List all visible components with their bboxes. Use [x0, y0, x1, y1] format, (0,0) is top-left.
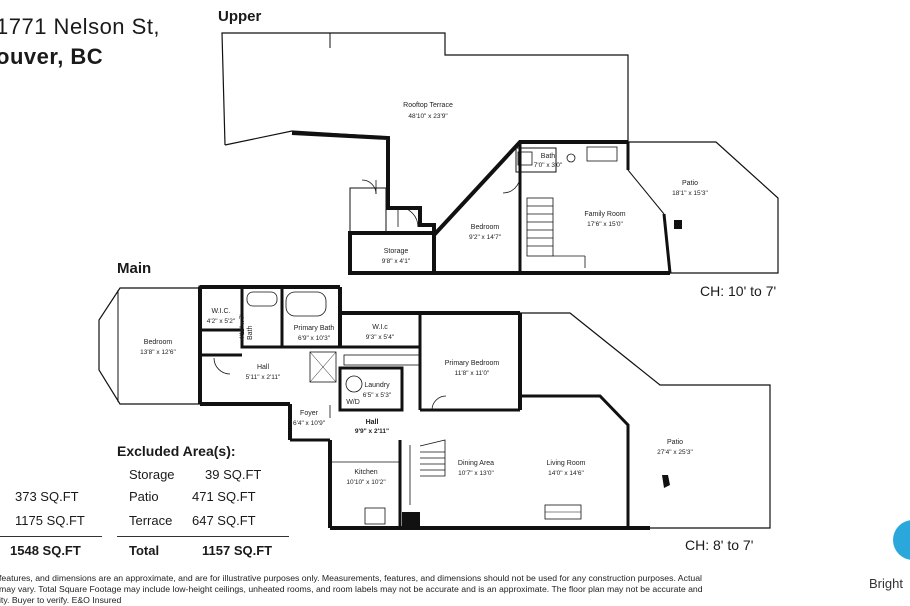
room-name-primary-bath: Primary Bath: [294, 325, 335, 332]
room-name-rooftop-terrace: Rooftop Terrace: [403, 102, 453, 109]
room-dims-upper-bath: 7'0" x 3'0": [534, 162, 563, 169]
room-dims-family-room: 17'6" x 15'0": [587, 221, 623, 228]
included-area-divider: [0, 536, 102, 537]
room-dims-main-patio: 27'4" x 25'3": [657, 449, 693, 456]
room-dims-upper-patio: 18'1" x 15'3": [672, 190, 708, 197]
excluded-area-divider: [117, 536, 289, 537]
room-dims-hall-2: 9'9" x 2'11": [355, 428, 389, 435]
excluded-area-value-storage: 39 SQ.FT: [205, 467, 262, 482]
main-ceiling-height: CH: 8' to 7': [685, 537, 754, 553]
room-dims-hall: 5'11" x 2'11": [246, 374, 281, 381]
room-dims-upper-bedroom: 9'2" x 14'7": [469, 234, 502, 241]
disclaimer-line-3: ity. Buyer to verify. E&O Insured: [0, 595, 122, 605]
upper-stairs: [526, 197, 586, 268]
room-dims-foyer: 6'4" x 10'9": [293, 420, 326, 427]
room-dims-main-bath: 4'11" x 7': [239, 314, 246, 340]
room-name-upper-bedroom: Bedroom: [471, 224, 500, 231]
laundry-room: [338, 366, 404, 412]
room-dims-rooftop-terrace: 48'10" x 23'9": [408, 113, 448, 120]
room-dims-laundry: 6'5" x 5'3": [363, 392, 392, 399]
excluded-area-total-label: Total: [129, 543, 160, 558]
room-name-foyer: Foyer: [300, 410, 319, 417]
room-name-hall: Hall: [257, 364, 270, 371]
room-name-kitchen: Kitchen: [354, 469, 377, 476]
room-name-family-room: Family Room: [584, 211, 625, 218]
main-room-labels: Bedroom 13'8" x 12'6" W.I.C. 4'2" x 5'2"…: [140, 308, 693, 486]
storage-walls: [291, 131, 436, 233]
excluded-area-value-patio: 471 SQ.FT: [192, 489, 256, 504]
included-area-total: 1548 SQ.FT: [10, 543, 81, 558]
room-dims-primary-bath: 6'9" x 10'3": [298, 335, 331, 342]
room-name-upper-patio: Patio: [682, 180, 698, 187]
room-name-wic: W.I.C.: [211, 308, 230, 315]
address-line-2: ouver, BC: [0, 44, 104, 69]
brand-logo-icon: [893, 520, 910, 560]
room-dims-storage: 9'8" x 4'1": [382, 258, 411, 265]
room-name-primary-bedroom: Primary Bedroom: [445, 360, 500, 367]
main-stairs: [419, 439, 446, 477]
room-name-main-bath: Bath: [247, 325, 254, 340]
main-bedroom-bay: [98, 287, 200, 405]
room-name-main-bedroom: Bedroom: [144, 339, 173, 346]
room-dims-living-room: 14'0" x 14'6": [548, 470, 584, 477]
main-patio-outline: [520, 312, 771, 529]
included-area-value-1: 373 SQ.FT: [15, 489, 79, 504]
disclaimer-line-1: features, and dimensions are an approxim…: [0, 573, 702, 583]
upper-ceiling-height: CH: 10' to 7': [700, 283, 777, 299]
address-line-1: 1771 Nelson St,: [0, 14, 161, 39]
room-name-wic-2: W.I.c: [372, 324, 388, 331]
room-dims-dining-area: 10'7" x 13'0": [458, 470, 494, 477]
room-dims-wic-2: 9'3" x 5'4": [366, 334, 395, 341]
excluded-area-label-patio: Patio: [129, 489, 159, 504]
excluded-area-label-storage: Storage: [129, 467, 175, 482]
excluded-area-total-value: 1157 SQ.FT: [202, 543, 273, 558]
upper-room-labels: Rooftop Terrace 48'10" x 23'9" Bath 7'0"…: [382, 102, 709, 265]
upper-floor-plan: [221, 32, 779, 275]
room-name-dining-area: Dining Area: [458, 460, 494, 467]
room-dims-primary-bedroom: 11'8" x 11'0": [455, 370, 490, 377]
room-name-hall-2: Hall: [366, 419, 379, 426]
room-name-storage: Storage: [384, 248, 409, 255]
room-dims-wic: 4'2" x 5'2": [207, 318, 236, 325]
included-area-value-2: 1175 SQ.FT: [15, 513, 85, 528]
rooftop-terrace-outline: [221, 32, 629, 146]
room-name-upper-bath: Bath: [541, 153, 556, 160]
room-name-wd: W/D: [346, 399, 360, 406]
room-dims-kitchen: 10'10" x 10'2": [346, 479, 386, 486]
room-name-main-patio: Patio: [667, 439, 683, 446]
excluded-area-value-terrace: 647 SQ.FT: [192, 513, 256, 528]
excluded-area-heading: Excluded Area(s):: [117, 443, 236, 459]
disclaimer-line-2: may vary. Total Square Footage may inclu…: [0, 584, 703, 594]
upper-patio-outline: [628, 141, 779, 274]
room-name-living-room: Living Room: [547, 460, 586, 467]
main-level-label: Main: [117, 260, 152, 277]
brand-name: Bright: [869, 576, 903, 591]
main-floor-plan: [98, 285, 771, 530]
upper-level-label: Upper: [218, 8, 262, 25]
excluded-area-label-terrace: Terrace: [129, 513, 173, 528]
room-name-laundry: Laundry: [364, 382, 390, 389]
room-dims-main-bedroom: 13'8" x 12'6": [140, 349, 176, 356]
